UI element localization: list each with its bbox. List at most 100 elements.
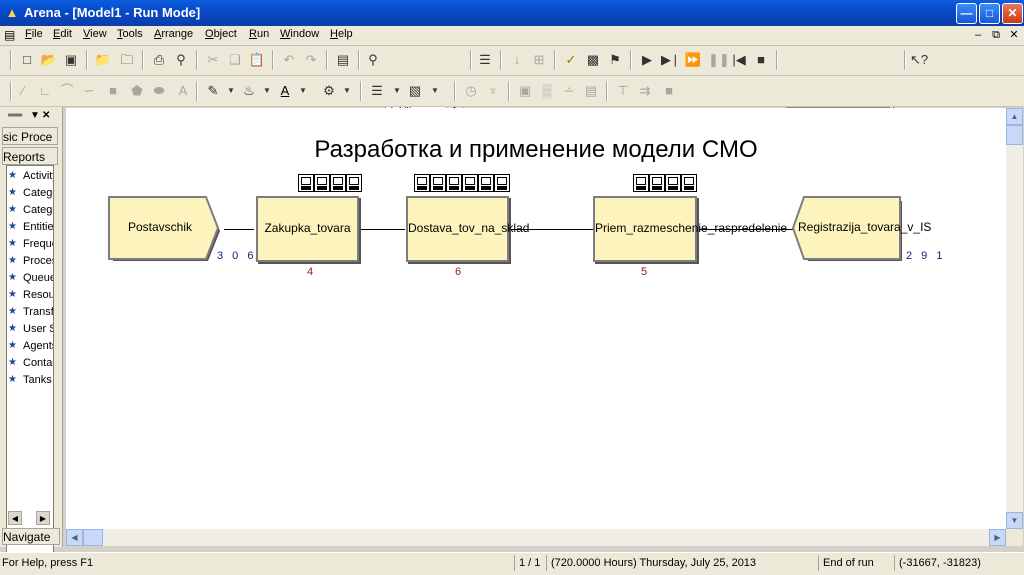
horizontal-scrollbar[interactable]: ◀ ▶ (66, 529, 1006, 546)
start-over-icon[interactable]: |◀ (732, 52, 746, 67)
list-item[interactable]: ★Frequencies (8, 238, 53, 250)
mdi-document-icon[interactable]: ▤ (4, 28, 16, 42)
connector-line[interactable] (224, 229, 254, 230)
date-icon[interactable]: ♆ (488, 83, 498, 98)
panel-scroll-right-icon[interactable]: ▶ (36, 511, 50, 525)
menu-help[interactable]: Help (330, 28, 353, 40)
chevron-down-icon[interactable]: ▼ (227, 86, 235, 95)
fill-color-icon[interactable]: ♨ (243, 83, 255, 98)
list-item[interactable]: ★Contacts (8, 357, 53, 369)
arc-icon[interactable]: ⌒ (60, 83, 74, 98)
menu-window[interactable]: Window (280, 28, 320, 40)
copy-icon[interactable]: ❏ (229, 52, 241, 67)
clock-icon[interactable]: ◷ (465, 83, 477, 98)
mdi-minimize-icon[interactable]: – (974, 29, 982, 41)
chevron-down-icon[interactable]: ▼ (343, 86, 351, 95)
scroll-left-icon[interactable]: ◀ (66, 529, 83, 546)
paste-icon[interactable]: 📋 (248, 52, 266, 67)
check-model-icon[interactable]: ✓ (565, 52, 577, 67)
fill-pattern-icon[interactable]: ▧ (408, 83, 422, 98)
pause-icon[interactable]: ❚❚ (708, 52, 730, 67)
process-module[interactable]: Zakupka_tovara (256, 196, 359, 262)
submodel-up-icon[interactable]: ⊞ (533, 52, 545, 67)
list-item[interactable]: ★Tanks (8, 374, 52, 386)
create-module[interactable]: Postavschik (108, 196, 222, 262)
panel-scroll-left-icon[interactable]: ◀ (8, 511, 22, 525)
save-icon[interactable]: ▣ (64, 52, 78, 67)
scroll-down-icon[interactable]: ▼ (1006, 512, 1023, 529)
process-module[interactable]: Priem_razmeschenie_raspredelenie (593, 196, 787, 262)
list-item[interactable]: ★Transfers (8, 306, 53, 318)
menu-tools[interactable]: Tools (117, 28, 143, 40)
global-icon[interactable]: ■ (665, 83, 673, 98)
menu-view[interactable]: View (83, 28, 107, 40)
list-item[interactable]: ★User Specified (8, 323, 53, 335)
print-preview-icon[interactable]: ⚲ (176, 52, 186, 67)
process-module[interactable]: Dostava_tov_na_sklad (406, 196, 529, 262)
queue-icon[interactable]: ⊤ (617, 83, 629, 98)
arena-app-icon[interactable]: ▲ (5, 5, 19, 20)
minimize-button[interactable]: — (956, 3, 977, 24)
new-icon[interactable]: □ (23, 52, 31, 67)
connector-line[interactable] (509, 229, 593, 230)
menu-edit[interactable]: Edit (53, 28, 72, 40)
maximize-button[interactable]: □ (979, 3, 1000, 24)
vertical-scroll-thumb[interactable] (1006, 125, 1023, 145)
panel-options-icon[interactable]: ▼ (30, 110, 40, 121)
chevron-down-icon[interactable]: ▼ (393, 86, 401, 95)
whats-this-help-icon[interactable]: ↖? (910, 52, 929, 67)
polygon-icon[interactable]: ⬟ (131, 83, 143, 98)
level-icon[interactable]: ▒ (542, 83, 552, 98)
zoom-icon[interactable]: ⚲ (368, 52, 378, 67)
chevron-down-icon[interactable]: ▼ (431, 86, 439, 95)
setup-icon[interactable]: ▩ (586, 52, 600, 67)
submodel-down-icon[interactable]: ↓ (513, 52, 521, 67)
cut-icon[interactable]: ✂ (207, 52, 219, 67)
tab-navigate[interactable]: Navigate (2, 528, 60, 545)
tab-reports[interactable]: Reports (2, 147, 58, 165)
box-icon[interactable]: ■ (109, 83, 117, 98)
template-detach-icon[interactable]: 🗀 (120, 52, 134, 67)
scroll-right-icon[interactable]: ▶ (989, 529, 1006, 546)
line-icon[interactable]: ∕ (21, 83, 25, 98)
layers-icon[interactable]: ☰ (479, 52, 491, 67)
line-color-icon[interactable]: ✎ (207, 83, 219, 98)
bezier-icon[interactable]: ∽ (83, 83, 95, 98)
connector-line[interactable] (361, 229, 405, 230)
line-width-icon[interactable]: ☰ (371, 83, 383, 98)
chevron-down-icon[interactable]: ▼ (299, 86, 307, 95)
play-icon[interactable]: ▶ (642, 52, 652, 67)
menu-file[interactable]: File (25, 28, 43, 40)
variable-icon[interactable]: ▣ (518, 83, 532, 98)
window-background-color-icon[interactable]: ⚙ (323, 83, 335, 98)
model-canvas[interactable]: Разработка и применение модели СМО Posta… (66, 108, 1006, 529)
menu-run[interactable]: Run (249, 28, 270, 40)
panel-close-icon[interactable]: ✕ (42, 110, 51, 121)
list-item[interactable]: ★Category Overview (8, 187, 53, 199)
vertical-scrollbar[interactable]: ▲ ▼ (1006, 108, 1023, 529)
view-region-icon[interactable]: ▤ (336, 52, 350, 67)
mdi-restore-icon[interactable]: ⧉ (992, 29, 1000, 41)
horizontal-scroll-thumb[interactable] (83, 529, 103, 546)
stop-icon[interactable]: ■ (757, 52, 765, 67)
list-item[interactable]: ★Entities (8, 221, 53, 233)
histogram-icon[interactable]: ▤ (584, 83, 598, 98)
menu-object[interactable]: Object (205, 28, 237, 40)
undo-icon[interactable]: ↶ (283, 52, 295, 67)
list-item[interactable]: ★Category by Replication (8, 204, 53, 216)
list-item[interactable]: ★Queues (8, 272, 53, 284)
mdi-close-icon[interactable]: ✕ (1009, 29, 1019, 41)
list-item[interactable]: ★Processes (8, 255, 53, 267)
scroll-up-icon[interactable]: ▲ (1006, 108, 1023, 125)
redo-icon[interactable]: ↷ (305, 52, 317, 67)
text-icon[interactable]: A (178, 83, 188, 98)
menu-arrange[interactable]: Arrange (154, 28, 194, 40)
list-item[interactable]: ★Agents (8, 340, 53, 352)
close-button[interactable]: ✕ (1002, 3, 1023, 24)
list-item[interactable]: ★Resources (8, 289, 53, 301)
fast-forward-icon[interactable]: ⏩ (684, 52, 702, 67)
resource-icon[interactable]: ⇉ (639, 83, 651, 98)
text-color-icon[interactable]: A (280, 83, 290, 98)
template-attach-icon[interactable]: 📁 (94, 52, 112, 67)
tab-basic-process[interactable]: sic Proce (2, 127, 58, 145)
